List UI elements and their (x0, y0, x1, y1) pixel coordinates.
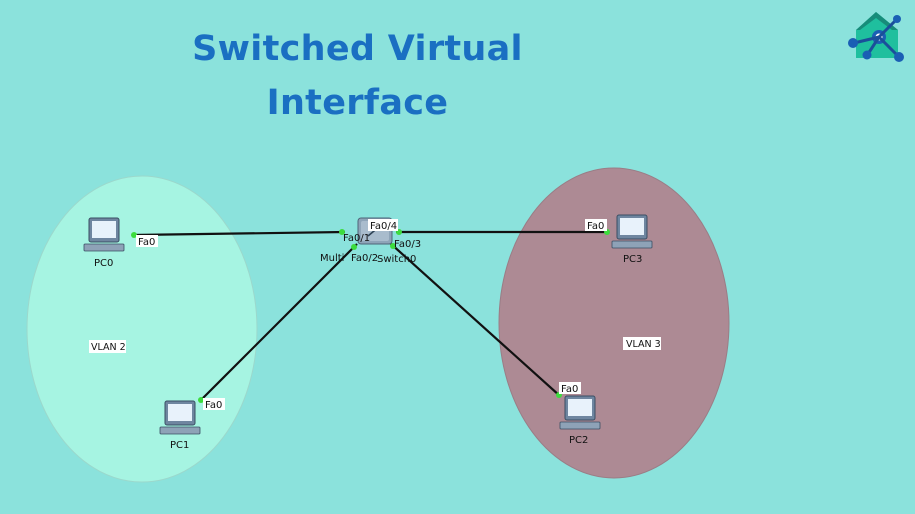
desktop-computer-icon[interactable] (83, 217, 125, 252)
pc0-name: PC0 (94, 258, 113, 269)
vlan3-label: VLAN 3 (626, 339, 661, 350)
port-dot-pc1 (198, 397, 204, 403)
port-dot-sw-fa01 (339, 229, 345, 235)
page-title: Switched Virtual Interface (150, 22, 565, 130)
desktop-computer-icon[interactable] (159, 400, 201, 435)
title-line-1: Switched Virtual (192, 29, 523, 69)
switch-port-fa02-label: Fa0/2 (351, 253, 378, 264)
vlan3-zone (498, 167, 730, 479)
switch-port-fa04-label: Fa0/4 (370, 221, 397, 232)
switch-model-label: Multi (320, 253, 344, 264)
vlan2-zone (26, 175, 258, 483)
desktop-computer-icon[interactable] (559, 395, 601, 430)
pc2-port-label: Fa0 (561, 384, 578, 395)
pc0-port-label: Fa0 (138, 237, 155, 248)
link-pc2-switch[interactable] (389, 242, 561, 397)
pc1-name: PC1 (170, 440, 189, 451)
switch-name-label: Switch0 (377, 254, 416, 265)
port-dot-sw-fa02 (351, 244, 357, 250)
title-line-2: Interface (266, 83, 449, 123)
network-house-logo-icon (848, 12, 904, 62)
link-pc1-switch[interactable] (199, 243, 358, 402)
pc1-port-label: Fa0 (205, 400, 222, 411)
pc3-port-label: Fa0 (587, 221, 604, 232)
port-dot-pc0 (131, 232, 137, 238)
desktop-computer-icon[interactable] (611, 214, 653, 249)
link-pc0-switch[interactable] (132, 230, 346, 237)
switch-port-fa01-label: Fa0/1 (343, 233, 370, 244)
vlan2-label: VLAN 2 (91, 342, 126, 353)
pc2-name: PC2 (569, 435, 588, 446)
switch-port-fa03-label: Fa0/3 (394, 239, 421, 250)
port-dot-sw-fa03 (390, 243, 396, 249)
pc3-name: PC3 (623, 254, 642, 265)
